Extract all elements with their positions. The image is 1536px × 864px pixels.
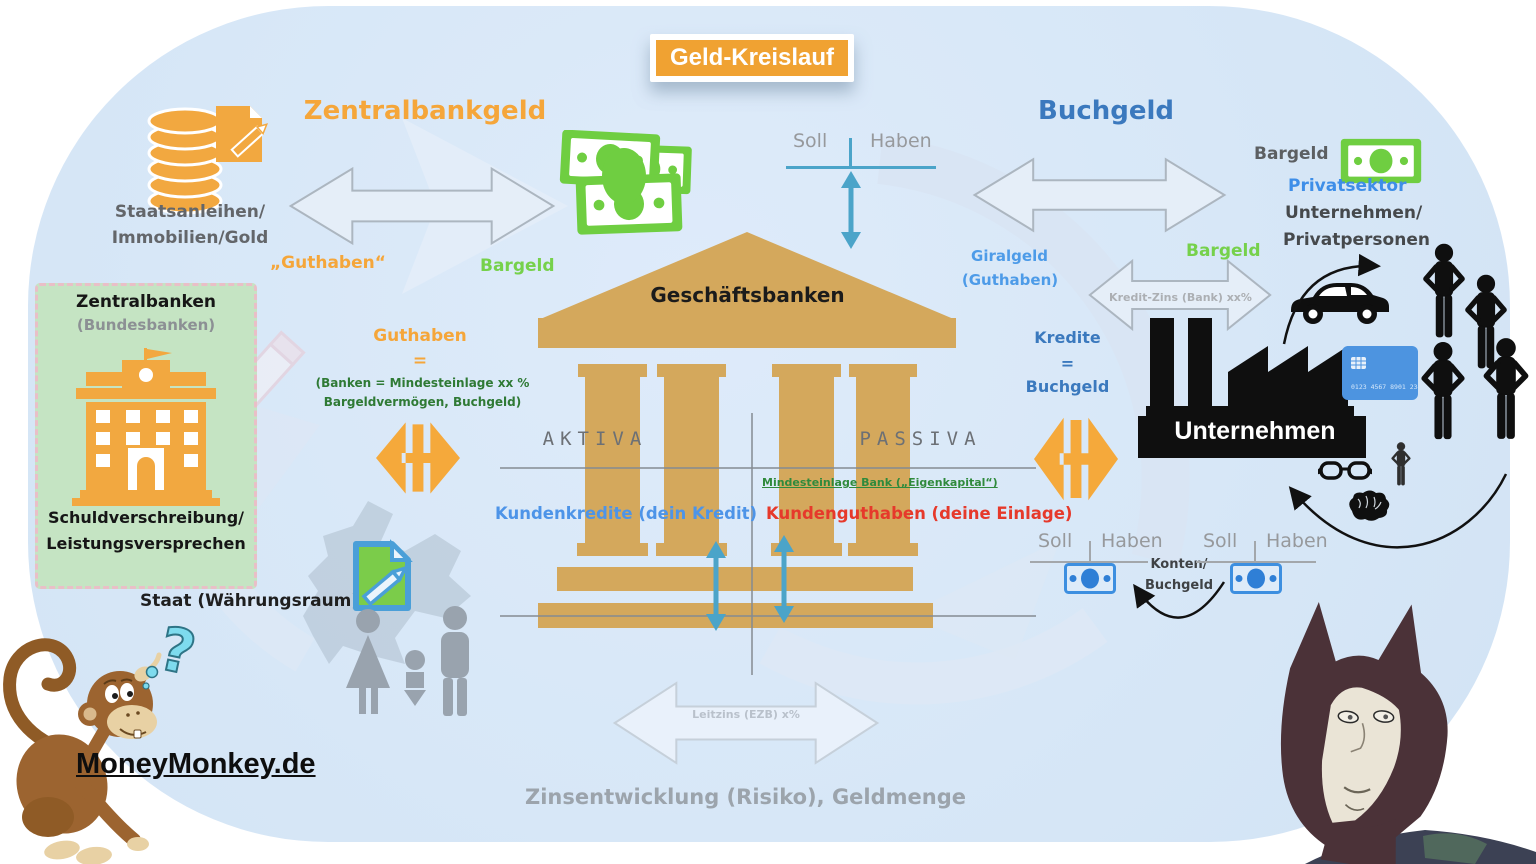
temple-column-shaft xyxy=(664,377,719,543)
vertical-arrow-temple-left-icon xyxy=(706,541,726,631)
taccount-top-soll: Soll xyxy=(793,130,828,152)
superhero-illustration xyxy=(1280,601,1536,864)
people-group-icon xyxy=(1410,234,1536,466)
account-right-soll: Soll xyxy=(1203,530,1238,552)
account-right-haben: Haben xyxy=(1266,530,1328,552)
staat-label: Staat (Währungsraum) xyxy=(140,591,360,611)
temple-step-upper xyxy=(557,567,913,591)
formula-equals: = xyxy=(412,351,428,371)
leitzins-arrow-icon xyxy=(612,676,880,770)
family-icon xyxy=(346,606,469,716)
contract-document-icon xyxy=(353,539,413,611)
temple-column-capital xyxy=(849,364,917,377)
privatpersonen-label: Privatpersonen xyxy=(1283,230,1430,250)
privatsektor-label: Privatsektor xyxy=(1288,176,1407,196)
zinsentwicklung-caption: Zinsentwicklung (Risiko), Geldmenge xyxy=(525,785,966,809)
leistungsversprechen-label: Leistungsversprechen xyxy=(46,534,246,553)
page-title: Geld-Kreislauf xyxy=(656,40,848,76)
konten-caption-line1: Konten/ xyxy=(1150,557,1208,572)
temple-column-base xyxy=(577,543,648,556)
factory-icon xyxy=(1138,318,1366,458)
car-icon xyxy=(1291,283,1389,324)
assets-label-line1: Staatsanleihen/ xyxy=(114,202,266,222)
small-person-icon xyxy=(1391,442,1411,486)
zentralbanken-title: Zentralbanken xyxy=(76,292,216,312)
account-right-hline xyxy=(1196,561,1316,563)
bank-building-icon xyxy=(72,348,220,506)
brand-label: MoneyMonkey.de xyxy=(76,748,316,780)
zentralbanken-subtitle: (Bundesbanken) xyxy=(76,316,216,334)
kredite-label-line3: Buchgeld xyxy=(1025,377,1110,396)
taccount-top-haben: Haben xyxy=(870,130,932,152)
banknotes-icon xyxy=(559,130,692,235)
bargeld-left-label: Bargeld xyxy=(480,256,555,276)
formula-guthaben-label: Guthaben xyxy=(373,326,467,346)
title-card: Geld-Kreislauf xyxy=(650,34,854,82)
balance-line-upper xyxy=(500,467,1036,469)
kundenkredite-label: Kundenkredite (dein Kredit) xyxy=(495,504,758,523)
temple-column-base xyxy=(848,543,918,556)
temple-column-shaft xyxy=(585,377,640,543)
temple-pediment xyxy=(538,232,956,320)
balance-divider xyxy=(751,413,753,675)
guthaben-quote-label: „Guthaben“ xyxy=(270,253,386,273)
giralgeld-label-line1: Giralgeld xyxy=(971,247,1048,265)
exchange-arrow-left-icon xyxy=(288,162,556,250)
credit-card-icon: 0123 4567 8901 2345 xyxy=(1342,346,1418,400)
konten-caption-line2: Buchgeld xyxy=(1144,578,1213,593)
assets-label-line2: Immobilien/Gold xyxy=(111,228,269,248)
taccount-top-hline xyxy=(786,166,936,169)
exchange-arrow-right-icon xyxy=(972,153,1227,237)
document-pencil-icon xyxy=(216,106,269,162)
schuldverschreibung-label: Schuldverschreibung/ xyxy=(47,508,245,527)
blue-banknote-right-icon xyxy=(1230,563,1282,594)
blue-banknote-left-icon xyxy=(1064,563,1116,594)
factory-label: Unternehmen xyxy=(1174,417,1336,445)
brain-icon xyxy=(1349,490,1390,521)
orange-double-arrow-right-icon xyxy=(1034,412,1118,506)
account-left-soll: Soll xyxy=(1038,530,1073,552)
temple-column-capital xyxy=(657,364,726,377)
svg-text:?: ? xyxy=(153,614,202,690)
giralgeld-label-line2: (Guthaben) xyxy=(961,271,1059,289)
formula-line1: (Banken = Mindesteinlage xx % xyxy=(315,376,530,390)
kredite-label-line2: = xyxy=(1060,354,1075,373)
geschaeftsbanken-label: Geschäftsbanken xyxy=(650,283,845,307)
temple-column-shaft xyxy=(856,377,910,543)
aktiva-label: AKTIVA xyxy=(542,428,648,450)
temple-column-capital xyxy=(578,364,647,377)
temple-column-shaft xyxy=(779,377,834,543)
temple-entablature xyxy=(538,318,956,348)
leitzins-label: Leitzins (EZB) x% xyxy=(692,708,800,721)
account-left-haben: Haben xyxy=(1101,530,1163,552)
unternehmen-line-label: Unternehmen/ xyxy=(1285,203,1423,223)
formula-line2: Bargeldvermögen, Buchgeld) xyxy=(323,395,522,409)
kredite-label-line1: Kredite xyxy=(1034,328,1101,347)
kredit-zins-label: Kredit-Zins (Bank) xx% xyxy=(1109,291,1252,304)
taccount-top-vline xyxy=(849,138,852,168)
card-number: 0123 4567 8901 2345 xyxy=(1351,383,1418,391)
buchgeld-heading: Buchgeld xyxy=(1038,96,1175,126)
orange-double-arrow-left-icon xyxy=(376,417,460,499)
bargeld-right-label: Bargeld xyxy=(1254,144,1329,164)
kundenguthaben-label: Kundenguthaben (deine Einlage) xyxy=(766,504,1073,523)
question-mark-icon: ? xyxy=(142,613,202,690)
vertical-arrow-temple-right-icon xyxy=(774,535,794,623)
bargeld-green-right-label: Bargeld xyxy=(1186,241,1261,261)
balance-line-lower xyxy=(500,615,1036,617)
passiva-label: PASSIVA xyxy=(859,428,982,450)
mindesteinlage-label: Mindesteinlage Bank („Eigenkapital“) xyxy=(762,476,998,489)
coin-stack-icon xyxy=(147,107,223,215)
goggles-icon xyxy=(1318,461,1372,480)
zentralbankgeld-heading: Zentralbankgeld xyxy=(303,96,547,126)
temple-column-capital xyxy=(772,364,841,377)
